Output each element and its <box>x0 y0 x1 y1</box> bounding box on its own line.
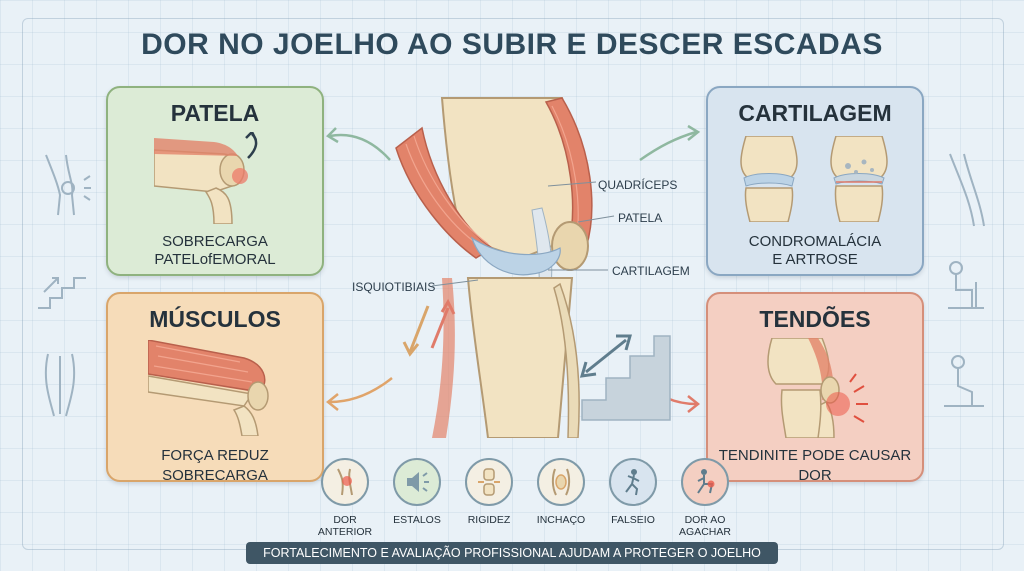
knee-anatomy-illustration <box>395 97 593 438</box>
panel-patela-caption-line1: SOBRECARGA <box>162 233 268 250</box>
page-title: DOR NO JOELHO AO SUBIR E DESCER ESCADAS <box>141 28 883 61</box>
symptom-icon-row: DOR ANTERIOR ESTALOS RIGIDEZ INCHAÇO FAL… <box>290 458 731 538</box>
panel-cartilagem-title: CARTILAGEM <box>738 100 892 126</box>
symptom-inchaco: INCHAÇO <box>526 458 596 526</box>
knee-label-quadriceps: QUADRÍCEPS <box>598 178 678 192</box>
symptom-label: FALSEIO <box>611 514 655 526</box>
squat-pain-icon <box>681 458 729 506</box>
knee-label-cartilagem: CARTILAGEM <box>612 264 690 278</box>
symptom-estalos: ESTALOS <box>382 458 452 526</box>
footer-banner: FORTALECIMENTO E AVALIAÇÃO PROFISSIONAL … <box>246 542 778 564</box>
panel-tendoes-title: TENDÕES <box>759 306 871 332</box>
symptom-falseio: FALSEIO <box>598 458 668 526</box>
stairs-sketch-icon <box>38 277 86 309</box>
panel-musculos-caption: FORÇA REDUZ SOBRECARGA <box>161 447 269 482</box>
panel-patela-title: PATELA <box>170 100 260 126</box>
seated-person-icon <box>948 261 984 309</box>
leg-muscle-sketch-icon <box>949 153 985 227</box>
panel-musculos: MÚSCULOS FORÇA REDUZ SOBRECARGA <box>106 292 324 482</box>
panel-cartilagem-caption-line2: E ARTROSE <box>772 251 858 268</box>
exercise-person-icon <box>944 355 984 407</box>
cartilage-illustration <box>740 136 888 222</box>
symptom-label: ESTALOS <box>393 514 441 526</box>
panel-tendoes: TENDÕES TENDINITE PODE CAUSAR DOR <box>706 292 924 482</box>
knee-label-patela: PATELA <box>618 211 663 225</box>
tendon-illustration <box>767 338 868 438</box>
knee-label-isquiotibiais: ISQUIOTIBIAIS <box>352 280 436 294</box>
panel-patela: PATELA SOBRECARGA PATELofEMORAL <box>106 86 324 276</box>
panel-tendoes-caption: TENDINITE PODE CAUSAR DOR <box>718 447 912 482</box>
muscle-sketch-icon <box>44 353 76 417</box>
symptom-rigidez: RIGIDEZ <box>454 458 524 526</box>
panel-patela-caption-line2: PATELofEMORAL <box>154 251 276 268</box>
crackle-sound-icon <box>393 458 441 506</box>
symptom-dor-anterior: DOR ANTERIOR <box>310 458 380 538</box>
swelling-icon <box>537 458 585 506</box>
panel-cartilagem: CARTILAGEM CONDROMALÁCIA E ARTROSE <box>706 86 924 276</box>
muscle-illustration <box>148 340 269 436</box>
panel-musculos-title: MÚSCULOS <box>149 306 281 332</box>
symptom-label: DOR ANTERIOR <box>317 514 373 538</box>
falling-person-icon <box>609 458 657 506</box>
symptom-label: RIGIDEZ <box>467 514 511 526</box>
stiff-joint-icon <box>465 458 513 506</box>
panel-cartilagem-caption-line1: CONDROMALÁCIA <box>748 233 882 250</box>
patella-illustration <box>154 132 258 224</box>
symptom-label: INCHAÇO <box>536 514 586 526</box>
knee-sketch-icon <box>45 154 91 216</box>
knee-pain-icon <box>321 458 369 506</box>
